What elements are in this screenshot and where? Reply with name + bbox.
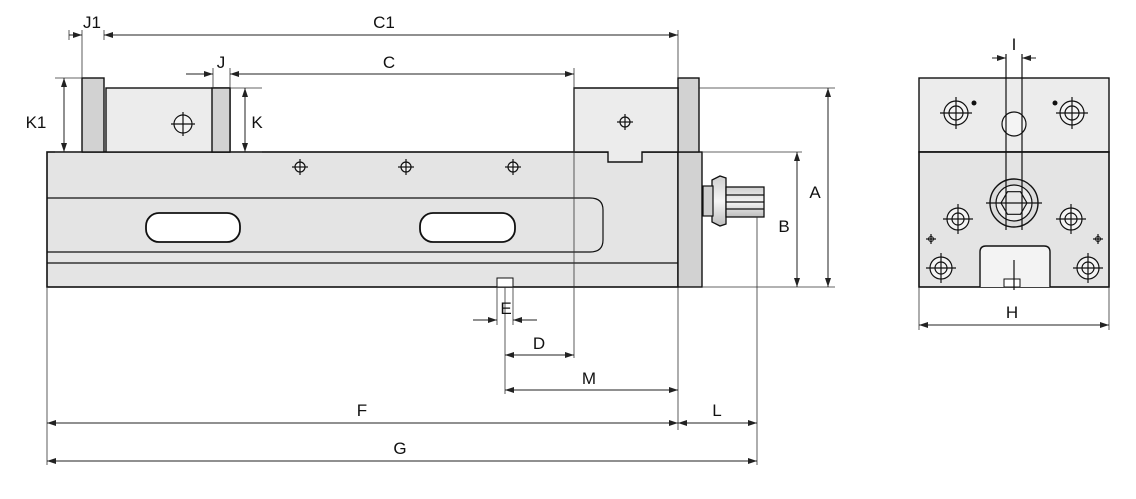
- label-K1: K1: [26, 113, 47, 132]
- handle-knob: [702, 175, 765, 227]
- vise-front-view: [918, 54, 1110, 290]
- label-D: D: [533, 334, 545, 353]
- front-hole-bottom-right: [1073, 253, 1103, 283]
- label-J1: J1: [83, 13, 101, 32]
- label-C: C: [383, 53, 395, 72]
- label-L: L: [712, 401, 721, 420]
- front-hole-mid-left: [943, 204, 973, 234]
- front-key-slot: [1003, 278, 1021, 288]
- label-B: B: [778, 217, 789, 236]
- jaw-screw-left: [171, 112, 195, 136]
- front-hole-top-right: [1056, 97, 1088, 129]
- front-channel: [979, 245, 1051, 287]
- label-E: E: [500, 299, 511, 318]
- body-hole-1: [292, 159, 308, 175]
- vise-body: [46, 151, 679, 288]
- label-A: A: [809, 183, 821, 202]
- slot-left: [145, 212, 241, 243]
- upper-center-hole: [1001, 111, 1027, 137]
- front-hole-mid-right: [1056, 204, 1086, 234]
- front-hole-top-left: [940, 97, 972, 129]
- label-K: K: [251, 113, 263, 132]
- front-hole-bottom-left: [926, 253, 956, 283]
- jaw-screw-right: [617, 114, 633, 130]
- left-jaw-block: [105, 87, 231, 153]
- body-channel: [47, 197, 604, 253]
- dimension-labels: J1 C1 J C K1 K A B E D M F L G: [26, 13, 822, 458]
- label-I: I: [1012, 35, 1017, 54]
- slot-right: [419, 212, 516, 243]
- center-screw: [986, 178, 1042, 228]
- movable-jaw-plate: [81, 77, 105, 153]
- label-H: H: [1006, 303, 1018, 322]
- front-dimension-labels: I H: [1006, 35, 1018, 322]
- left-jaw-face: [211, 87, 231, 153]
- front-dimension-lines: [918, 55, 1110, 330]
- label-M: M: [582, 369, 596, 388]
- label-J: J: [217, 53, 226, 72]
- vise-side-view: [46, 77, 765, 288]
- end-plate: [677, 151, 703, 288]
- body-hole-2: [398, 159, 414, 175]
- key-slot: [496, 277, 514, 288]
- label-F: F: [357, 401, 367, 420]
- label-G: G: [393, 439, 406, 458]
- label-C1: C1: [373, 13, 395, 32]
- body-hole-3: [505, 159, 521, 175]
- fixed-jaw-plate: [677, 77, 700, 153]
- dimension-lines: [47, 32, 831, 464]
- pin-holes: [926, 100, 1103, 244]
